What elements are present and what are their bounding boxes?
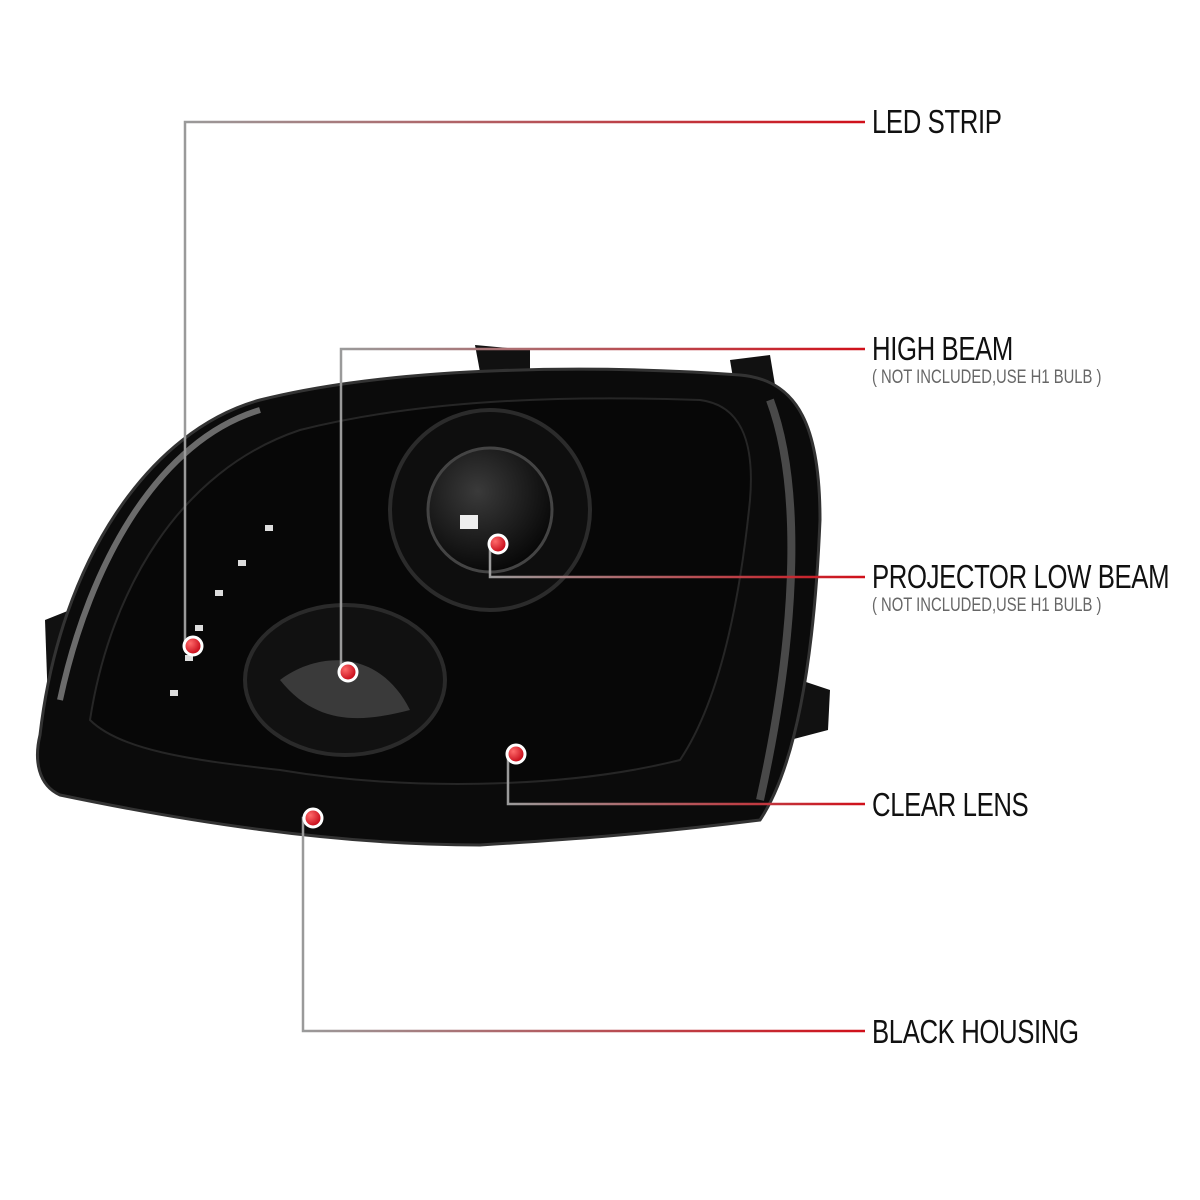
dot-projector-low-beam <box>487 533 509 555</box>
callout-projector-low-beam-note: ( NOT INCLUDED,USE H1 BULB ) <box>872 595 1102 616</box>
callout-led-strip: LED STRIP <box>872 103 1002 140</box>
callout-dots <box>182 533 527 829</box>
dot-high-beam <box>337 661 359 683</box>
dot-led-strip <box>182 635 204 657</box>
callout-black-housing: BLACK HOUSING <box>872 1013 1079 1050</box>
dot-clear-lens <box>505 743 527 765</box>
callout-clear-lens: CLEAR LENS <box>872 786 1029 823</box>
callout-high-beam-note: ( NOT INCLUDED,USE H1 BULB ) <box>872 367 1102 388</box>
callout-high-beam: HIGH BEAM <box>872 330 1013 367</box>
led-strip-elements <box>170 525 273 696</box>
callout-projector-low-beam: PROJECTOR LOW BEAM <box>872 558 1170 595</box>
dot-black-housing <box>302 807 324 829</box>
